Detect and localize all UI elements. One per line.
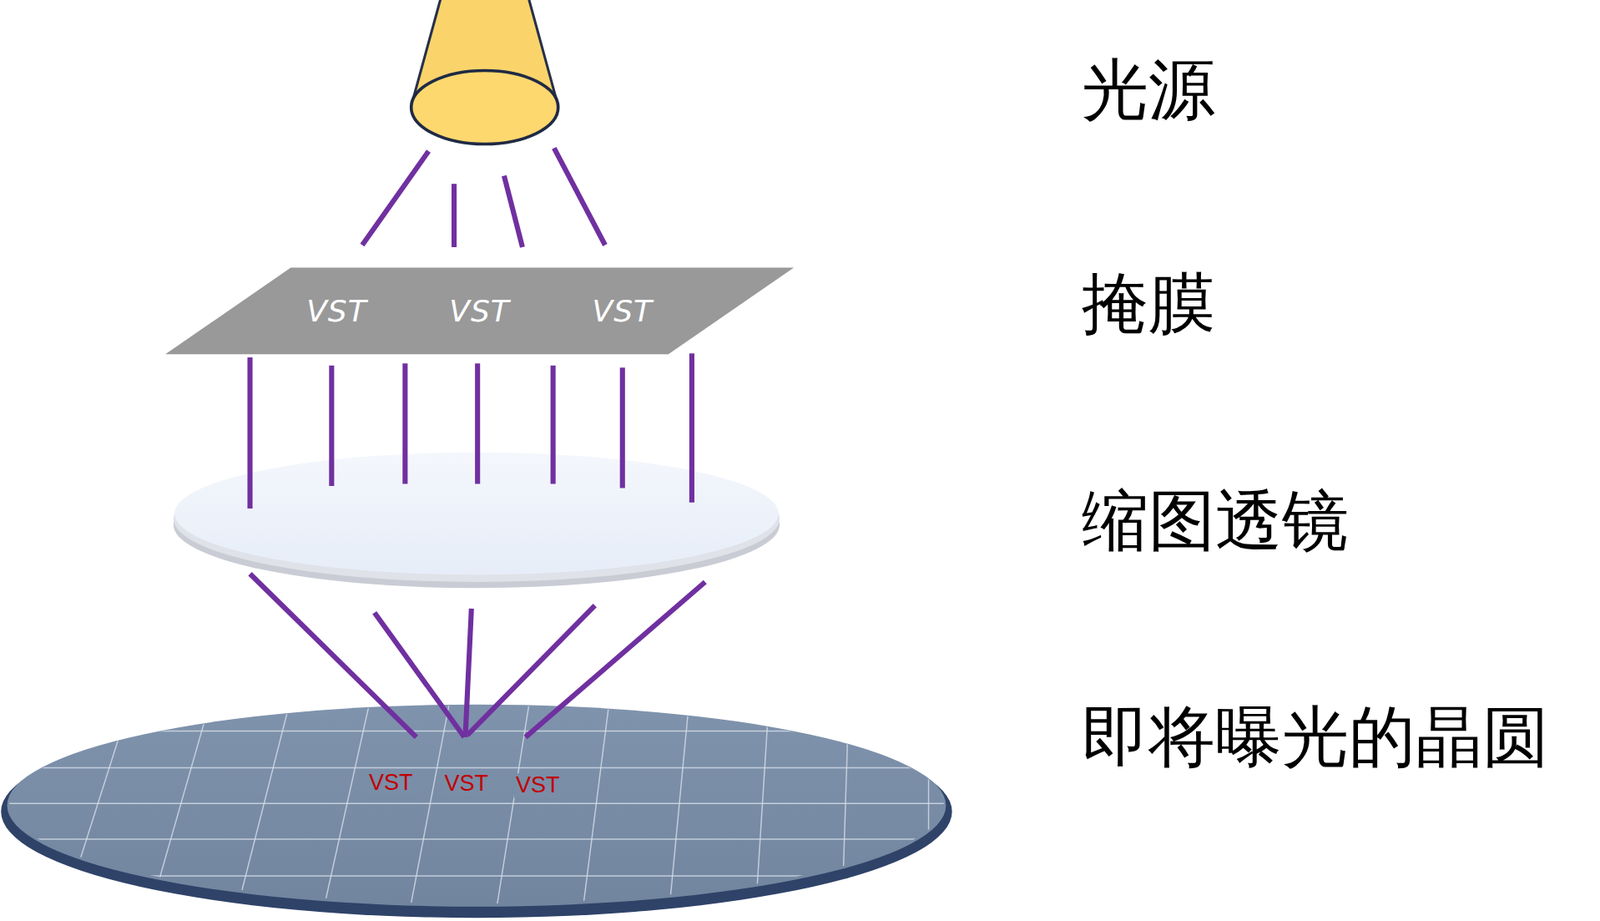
wafer: VST VST VST [5, 701, 949, 912]
light-rays [362, 147, 606, 248]
light-source [411, 0, 559, 145]
part-label: 即将曝光的晶圆 [1081, 700, 1550, 774]
part-label: 缩图透镜 [1081, 484, 1349, 558]
part-label: 掩膜 [1081, 267, 1216, 341]
photomask [165, 267, 794, 354]
part-label: 光源 [1081, 53, 1216, 127]
exposed-pattern: VST [442, 771, 490, 797]
wafer [0, 693, 1015, 919]
exposed-pattern: VST [367, 770, 415, 796]
exposed-pattern: VST [514, 773, 562, 799]
mask-pattern: VST [449, 294, 510, 329]
light-rays [250, 573, 706, 737]
photomask: VST VST VST [165, 267, 794, 354]
mask-pattern: VST [592, 294, 653, 329]
mask-pattern: VST [306, 294, 367, 329]
light-rays [250, 353, 692, 509]
